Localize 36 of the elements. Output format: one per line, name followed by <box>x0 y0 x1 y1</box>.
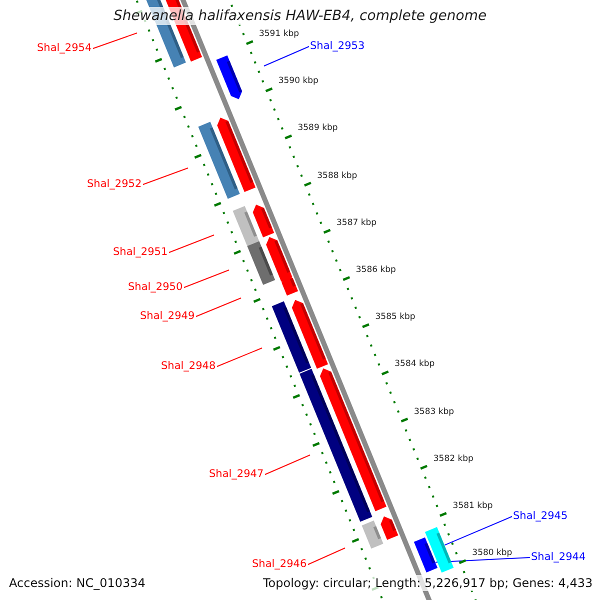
gene-label: Shal_2948 <box>161 360 216 371</box>
gene-label: Shal_2944 <box>531 552 586 562</box>
leader-line <box>142 168 188 185</box>
scale-label: 3587 kbp <box>336 218 377 228</box>
gene-label: Shal_2947 <box>209 468 264 479</box>
footer-text: Topology: circular; Length: 5,226,917 bp; Genes: 4,433 <box>261 575 595 591</box>
gene-label: Shal_2950 <box>128 282 183 292</box>
leader-line <box>196 298 242 317</box>
gene-label: Shal_2954 <box>37 42 92 53</box>
scale-label: 3588 kbp <box>317 172 358 180</box>
leader-line <box>308 548 346 565</box>
scale-label: 3583 kbp <box>414 408 454 416</box>
scale-label: 3589 kbp <box>298 124 338 133</box>
scale-label: 3586 kbp <box>356 266 396 274</box>
scale-label: 3580 kbp <box>472 549 512 558</box>
leader-line <box>264 454 310 475</box>
footer-text: Accession: NC_010334 <box>7 575 148 591</box>
gene-label: Shal_2953 <box>310 40 365 51</box>
gene-block <box>414 537 438 572</box>
gene-label: Shal_2951 <box>113 246 168 257</box>
scale-label: 3584 kbp <box>394 360 435 369</box>
leader-line <box>264 46 310 66</box>
leader-line <box>92 32 138 49</box>
scale-label: 3581 kbp <box>452 502 493 510</box>
scale-label: 3590 kbp <box>278 77 318 86</box>
leader-line <box>168 234 214 253</box>
scale-label: 3585 kbp <box>375 313 416 322</box>
gene-label: Shal_2952 <box>87 178 142 189</box>
leader-line <box>184 270 230 288</box>
scale-label: 3582 kbp <box>433 454 474 464</box>
leader-line <box>216 348 262 367</box>
gene-label: Shal_2946 <box>252 558 307 569</box>
scale-label: 3591 kbp <box>258 30 300 39</box>
gene-label: Shal_2945 <box>513 510 568 521</box>
gene-label: Shal_2949 <box>140 310 195 321</box>
leader-line <box>444 516 512 546</box>
